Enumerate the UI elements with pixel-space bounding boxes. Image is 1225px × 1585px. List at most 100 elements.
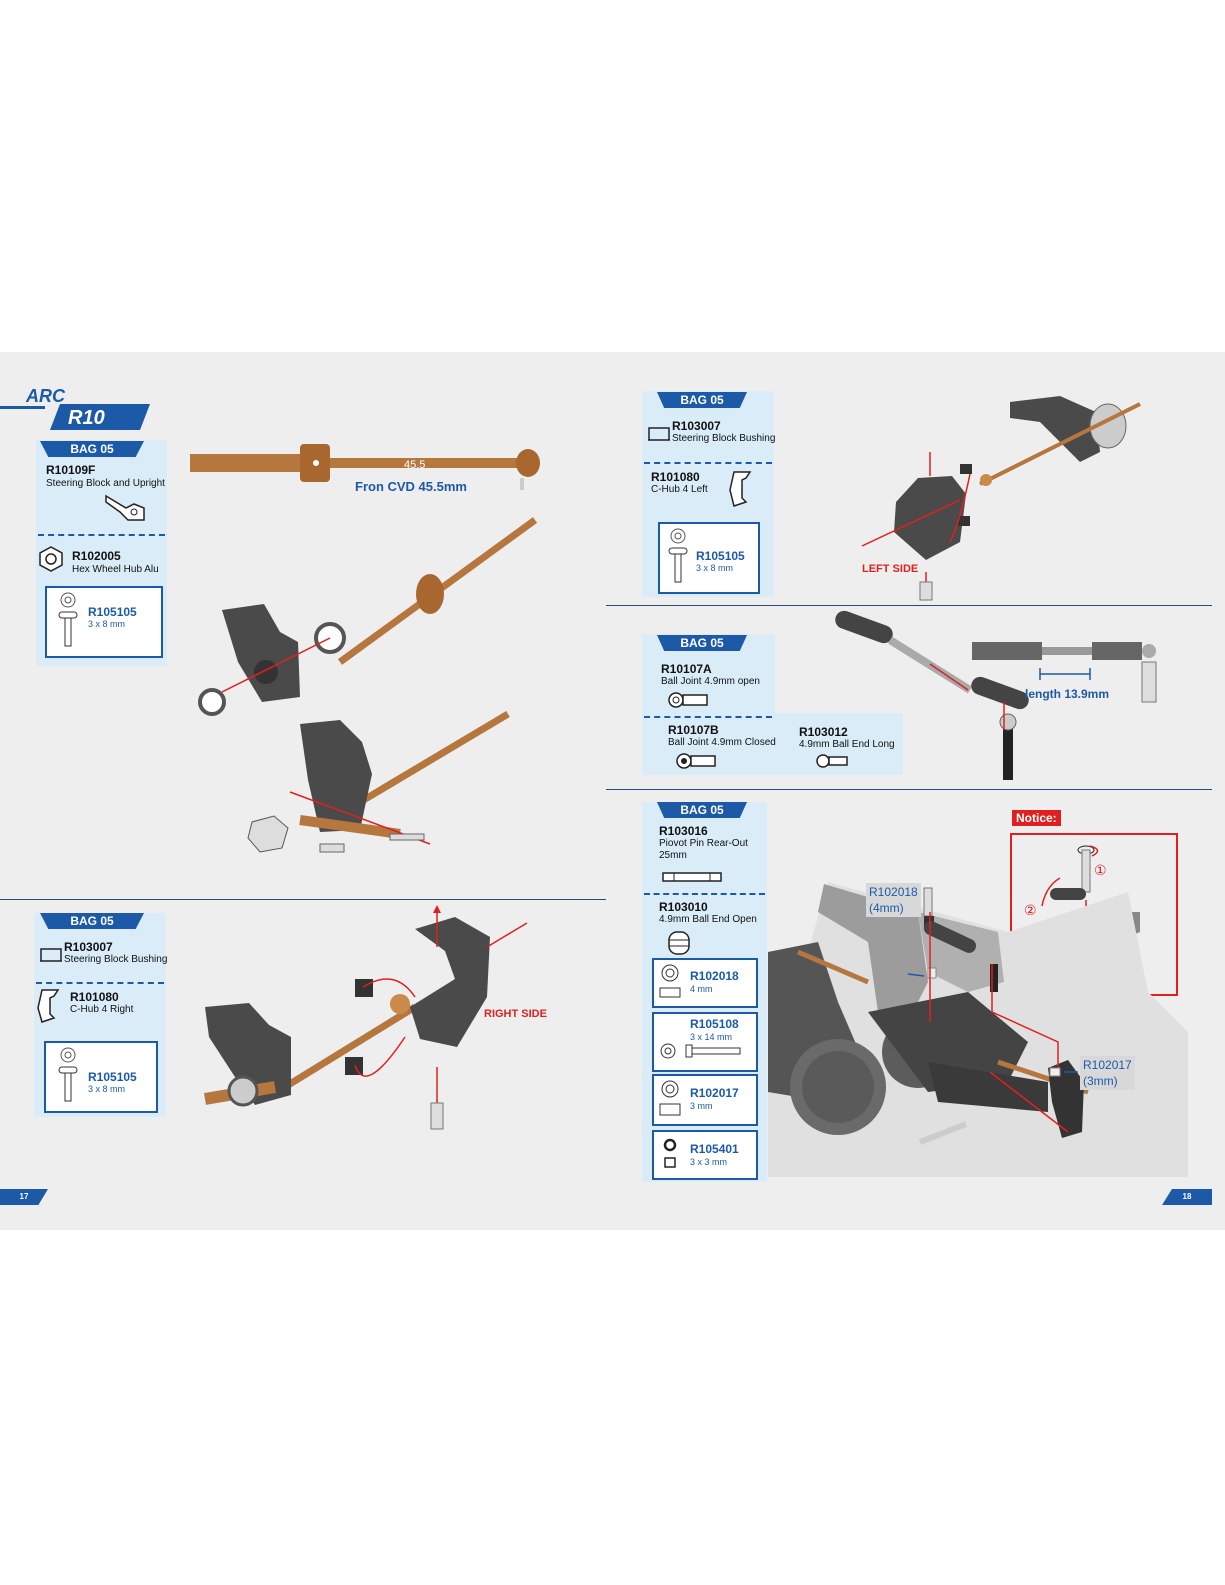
part-desc: Hex Wheel Hub Alu [72,564,159,575]
ball-joint-closed-icon [676,753,716,769]
part-desc: 3 x 14 mm [690,1032,733,1042]
upright-icon [105,494,145,521]
right-side-assembly-drawing [203,905,528,1130]
part-desc: C-Hub 4 Left [651,484,708,495]
part-desc: 25mm [659,850,687,861]
cvd-shaft-drawing [190,444,540,490]
cvd-dimension: 45.5 [404,459,426,471]
divider [644,893,765,895]
grub-screw-frame [652,1130,758,1180]
callout-a-size: (4mm) [869,901,904,915]
screw-icon [668,528,688,583]
left-side-label: LEFT SIDE [862,563,919,575]
part-desc: Ball Joint 4.9mm open [661,676,760,687]
step-divider [0,899,606,900]
length-label: length 13.9mm [1025,687,1110,701]
logo-swoosh-icon [0,404,150,430]
part-desc: 4.9mm Ball End Open [659,914,757,925]
c-hub-icon [729,471,752,507]
left-side-assembly-drawing [861,396,1141,601]
screw-icon [58,1047,78,1102]
part-code: R102005 [72,549,121,563]
washer-icon [659,964,681,998]
part-code: R103007 [672,419,721,433]
screw-frame [652,1012,758,1072]
screw-icon [58,592,78,647]
grub-screw-icon [663,1138,677,1168]
notice-label: Notice: [1012,810,1061,826]
part-code: R101080 [651,470,700,484]
part-code: R103012 [799,725,848,739]
part-code: R103010 [659,900,708,914]
brand-logo: ARC R10 [0,386,160,432]
pivot-pin-icon [662,872,722,882]
part-desc: Steering Block and Upright [46,478,165,489]
bushing-icon [40,948,62,962]
part-desc: 4.9mm Ball End Long [799,739,895,750]
washer-icon [659,1080,681,1116]
long-screw-icon [660,1043,741,1059]
step-divider [606,605,1212,606]
callout-b-code: R102017 [1083,1058,1132,1072]
cvd-caption: Fron CVD 45.5mm [355,479,467,494]
c-hub-icon [37,989,60,1023]
hub-assembly-drawing [247,710,510,853]
turnbuckle-length-drawing [972,642,1157,703]
callout-b: R102017 (3mm) [1080,1056,1135,1090]
part-code: R101080 [70,990,119,1004]
right-side-label: RIGHT SIDE [484,1008,547,1020]
part-code: R103007 [64,940,113,954]
part-desc: 4 mm [690,984,713,994]
divider [36,982,164,984]
notice-mark-1: ① [1094,862,1107,878]
hex-nut-icon [39,546,63,572]
part-code: R10107A [661,662,712,676]
left-step2-bag-tag: BAG 05 [40,913,144,929]
right-step2-bag-tag: BAG 05 [657,635,747,651]
washer-frame [652,958,758,1008]
part-code: R102018 [690,969,739,983]
part-code: R105105 [88,605,137,619]
callout-a: R102018 (4mm) [866,883,921,917]
part-code: R10109F [46,463,96,477]
part-code: R10107B [668,723,719,737]
part-code: R105108 [690,1017,739,1031]
part-code: R105105 [696,549,745,563]
screw-frame [44,1041,158,1113]
right-step1-bag-tag: BAG 05 [657,392,747,408]
ball-end-open-icon [668,931,690,955]
ball-end-icon [816,754,848,768]
manual-spread: ARC R10 BAG 05 R10109F Steering Block an… [0,352,1225,1230]
part-desc: 3 x 8 mm [88,619,126,629]
part-desc: 3 x 3 mm [690,1157,728,1167]
part-desc: C-Hub 4 Right [70,1004,134,1015]
washer-frame [652,1074,758,1126]
chassis-assembly-drawing [768,882,1188,1177]
part-code: R102017 [690,1086,739,1100]
divider [644,716,772,718]
part-code: R103016 [659,824,708,838]
brand-line1: ARC [26,386,65,406]
part-desc: 3 x 8 mm [88,1084,126,1094]
page-number-right: 18 [1162,1189,1212,1205]
notice-mark-2: ② [1024,902,1037,918]
part-code: R105401 [690,1142,739,1156]
turnbuckle-assembly-drawing [835,610,1029,780]
right-step3-bag-tag: BAG 05 [657,802,747,818]
brand-line2: R10 [68,407,105,429]
part-desc: 3 mm [690,1101,713,1111]
divider [38,534,165,536]
callout-a-code: R102018 [869,885,918,899]
part-desc: Steering Block Bushing [64,954,168,965]
left-step1-bag-tag: BAG 05 [40,441,144,457]
steering-block-assembly-drawing [198,517,538,716]
part-desc: Steering Block Bushing [672,433,776,444]
step-divider [606,789,1212,790]
page-number-left: 17 [0,1189,48,1205]
part-code: R105105 [88,1070,137,1084]
part-desc: Ball Joint 4.9mm Closed [668,737,776,748]
divider [644,462,772,464]
callout-b-size: (3mm) [1083,1074,1118,1088]
part-desc: 3 x 8 mm [696,563,734,573]
ball-joint-open-icon [668,692,708,708]
